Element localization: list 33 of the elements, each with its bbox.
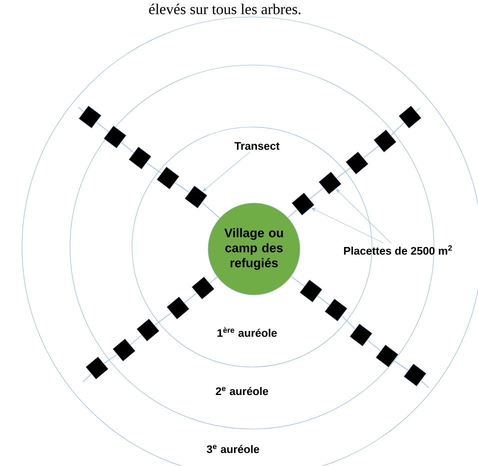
plot-label: Placettes de 2500 m$^{2}$: [344, 245, 452, 255]
transect-line: [78, 106, 84, 112]
ring-label: 3$^{e}$ auréole: [206, 444, 260, 454]
transect-line: [103, 354, 118, 364]
transect-line: [416, 108, 420, 112]
leader-line: [202, 152, 250, 192]
transect-line: [96, 122, 109, 132]
transect-line: [146, 162, 162, 174]
leader-line: [311, 208, 384, 244]
ring-label: 1$^{ère}$ auréole: [218, 327, 277, 337]
transect-line: [120, 142, 134, 154]
transect-line: [288, 209, 298, 218]
transect-line: [363, 146, 379, 158]
transect-line: [202, 202, 220, 219]
transect-line: [154, 312, 172, 326]
leader-line: [336, 189, 392, 244]
transect-line: [317, 296, 330, 306]
transect-line: [209, 276, 218, 284]
transect-line: [82, 373, 92, 382]
transect-line: [174, 182, 190, 193]
transect-line: [420, 380, 430, 388]
transect-label: Transect: [234, 142, 280, 150]
ring-label: 2$^{e}$ auréole: [216, 386, 268, 396]
transect-line: [309, 188, 324, 200]
transect-line: [336, 167, 351, 178]
transect-line: [367, 340, 382, 352]
transect-line: [130, 334, 142, 346]
caption-text: élevés sur tous les arbres.: [149, 4, 300, 14]
transect-line: [341, 315, 356, 330]
transect-line: [393, 360, 409, 371]
transect-line: [184, 292, 197, 304]
transect-line: [390, 122, 404, 136]
transect-line: [290, 276, 305, 287]
